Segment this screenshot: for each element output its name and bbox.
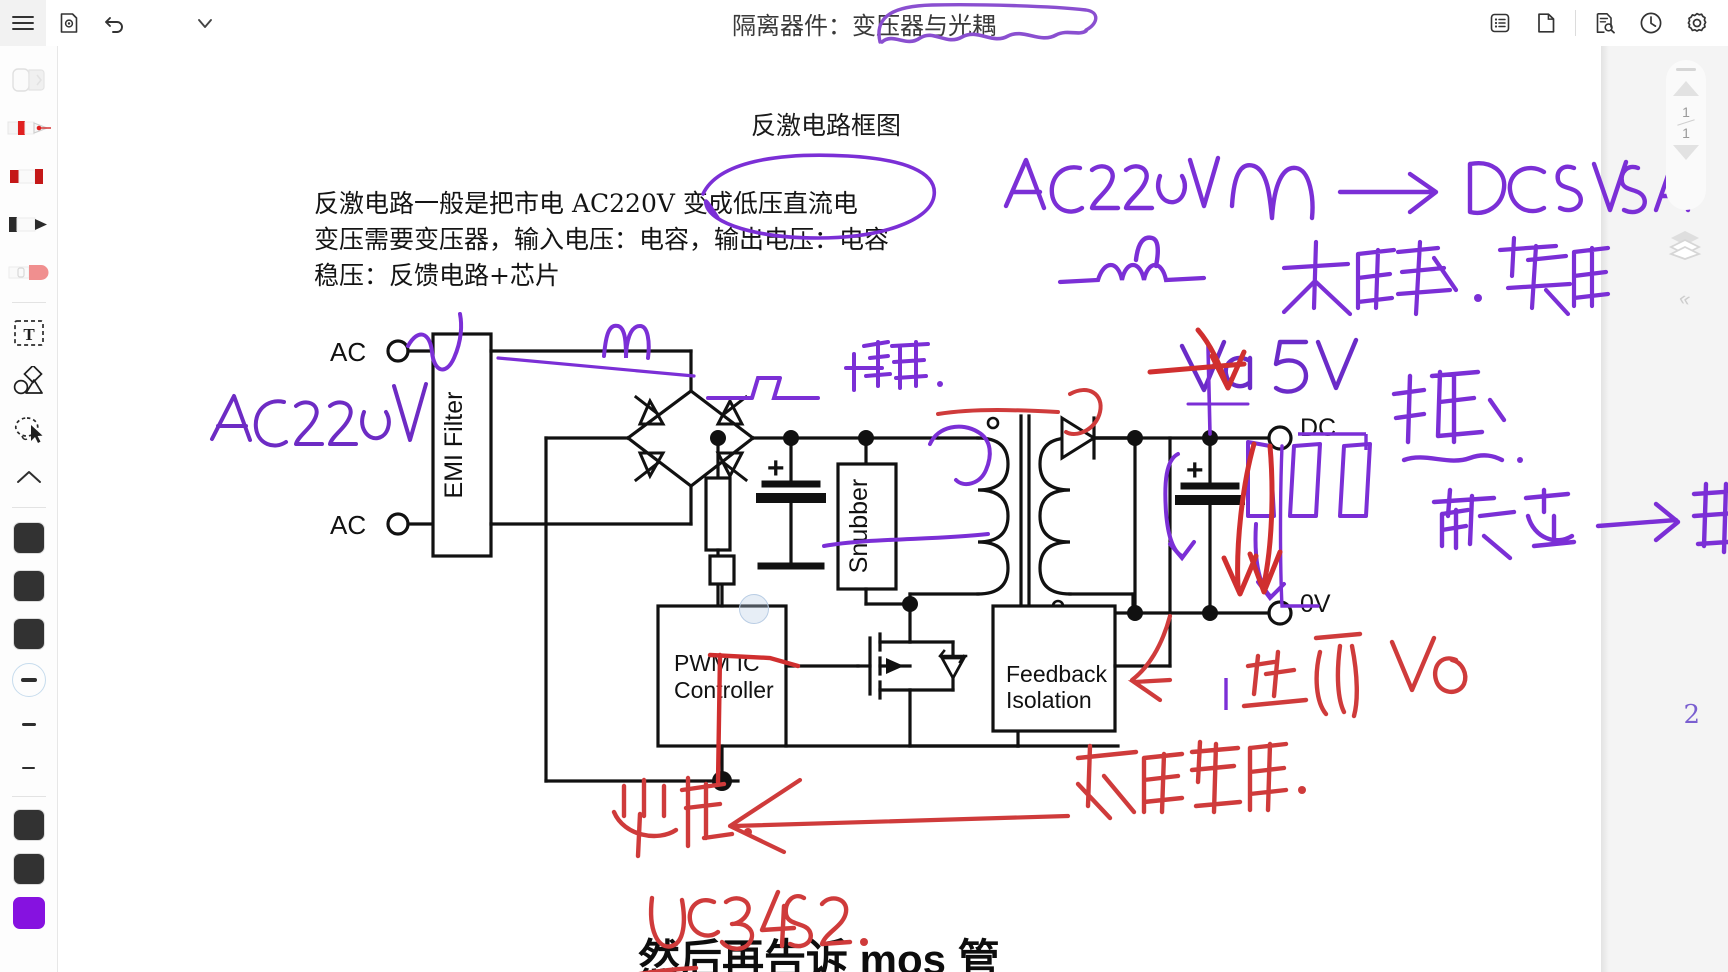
- hamburger-menu-icon: [12, 16, 34, 30]
- note-page[interactable]: 反激电路框图 反激电路一般是把市电 AC220V 变成低压直流电 变压需要变压器…: [58, 46, 1601, 972]
- layers-button[interactable]: [1668, 228, 1702, 265]
- color-swatch-chip: [12, 809, 45, 841]
- label-pwm-1: PWM IC: [674, 650, 760, 676]
- lasso-select-tool[interactable]: [4, 405, 54, 453]
- lasso-cursor-icon: [14, 417, 42, 443]
- highlighter-icon: [8, 265, 49, 280]
- color-swatch-5[interactable]: [4, 847, 54, 891]
- stroke-width-bar: [20, 678, 37, 682]
- svg-text:T: T: [23, 325, 35, 344]
- pen-tool[interactable]: [4, 200, 54, 248]
- triangle-up-icon: [1673, 81, 1699, 96]
- subtitle-caption: 然后再告诉 mos 管: [638, 936, 1000, 972]
- text-tool[interactable]: T: [4, 309, 54, 357]
- next-page-button[interactable]: [1671, 141, 1701, 168]
- list-outline-icon: [1490, 13, 1510, 33]
- new-page-button[interactable]: [1523, 0, 1569, 46]
- triangle-down-icon: [1673, 145, 1699, 160]
- highlighter-tool[interactable]: [4, 248, 54, 296]
- total-page-number: 1: [1682, 125, 1690, 141]
- layers-stack-icon: [1668, 231, 1702, 260]
- document-search-icon: [1596, 13, 1615, 34]
- color-swatch-1[interactable]: [4, 514, 54, 562]
- label-ac-top: AC: [330, 337, 366, 367]
- label-feedback-2: Isolation: [1006, 687, 1092, 713]
- history-button[interactable]: [1628, 0, 1674, 46]
- label-dc-out: DC: [1300, 414, 1336, 442]
- label-0v: 0V: [1300, 590, 1331, 618]
- color-swatch-chip: [12, 853, 45, 885]
- color-swatch-3[interactable]: [4, 610, 54, 658]
- undo-arrow-icon: [105, 17, 123, 33]
- label-cap-plus-in: +: [767, 452, 785, 485]
- settings-button[interactable]: [1674, 0, 1720, 46]
- stroke-width-thinner[interactable]: [22, 746, 35, 790]
- outline-panel-button[interactable]: [1477, 0, 1523, 46]
- snapshot-button[interactable]: [46, 0, 92, 46]
- collapse-toolbar-button[interactable]: [4, 453, 54, 501]
- toolbar-divider: [1575, 10, 1576, 36]
- note-canvas[interactable]: 反激电路框图 反激电路一般是把市电 AC220V 变成低压直流电 变压需要变压器…: [58, 46, 1728, 972]
- marker-tool[interactable]: [4, 152, 54, 200]
- new-page-icon: [1538, 13, 1555, 33]
- search-document-button[interactable]: [1582, 0, 1628, 46]
- color-swatch-2[interactable]: [4, 562, 54, 610]
- current-page-number: 1: [1682, 104, 1690, 120]
- document-eye-icon: [60, 13, 78, 33]
- label-cap-plus-out: +: [1186, 454, 1204, 487]
- rail-divider-3: [11, 796, 46, 797]
- chevron-up-icon: [16, 471, 41, 483]
- page-edge-shadow: [1601, 46, 1609, 972]
- pointer-cursor-indicator: [739, 594, 769, 624]
- top-toolbar-left-group: [0, 0, 228, 46]
- stray-ink-mark: 2: [1683, 700, 1700, 730]
- page-heading: 反激电路框图: [751, 111, 902, 140]
- previous-page-button[interactable]: [1671, 77, 1701, 104]
- hamburger-menu-button[interactable]: [0, 0, 46, 46]
- document-title: 隔离器件：变压器与光耦: [732, 11, 996, 40]
- more-options-button[interactable]: [182, 0, 228, 46]
- color-swatch-4[interactable]: [4, 803, 54, 847]
- label-emi-filter: EMI Filter: [440, 392, 468, 499]
- tool-rail: T: [0, 46, 58, 972]
- page-navigator[interactable]: 1 1: [1666, 60, 1706, 210]
- pen-icon: [8, 217, 47, 232]
- title-handwritten-circle-ink: [877, 2, 1098, 44]
- document-title-area: 隔离器件：变压器与光耦: [0, 0, 1728, 46]
- stroke-width-bar: [22, 767, 35, 769]
- chevron-down-icon: [198, 19, 212, 28]
- label-pwm-2: Controller: [674, 677, 774, 703]
- shapes-tool[interactable]: [4, 357, 54, 405]
- stroke-width-indicator: [11, 663, 46, 697]
- stroke-width-bar: [21, 722, 36, 726]
- label-ac-bottom: AC: [330, 510, 366, 540]
- eraser-tool[interactable]: [4, 56, 54, 104]
- eraser-icon: [11, 68, 45, 92]
- shapes-icon: [13, 366, 43, 395]
- fountain-pen-icon: [7, 121, 51, 135]
- color-swatch-chip: [12, 570, 45, 602]
- color-swatch-purple[interactable]: [4, 891, 54, 935]
- color-swatch-chip: [12, 897, 45, 929]
- text-box-icon: T: [13, 320, 44, 346]
- rail-divider-2: [11, 507, 46, 508]
- flyback-schematic: AC AC EMI Filter Snubber PWM IC Controll…: [330, 332, 1336, 791]
- top-toolbar: 隔离器件：变压器与光耦: [0, 0, 1728, 46]
- undo-button[interactable]: [92, 0, 138, 46]
- color-swatch-chip: [12, 618, 45, 650]
- stroke-width-selected[interactable]: [11, 658, 46, 702]
- fountain-pen-tool[interactable]: [4, 104, 54, 152]
- page-navigator-grip[interactable]: [1676, 68, 1696, 71]
- top-toolbar-right-group: [1477, 0, 1728, 46]
- marker-icon: [9, 169, 43, 184]
- clock-history-icon: [1640, 12, 1662, 34]
- label-snubber: Snubber: [845, 479, 873, 574]
- stroke-width-thin[interactable]: [21, 702, 36, 746]
- gear-settings-icon: [1687, 12, 1707, 32]
- color-swatch-chip: [12, 522, 45, 554]
- label-feedback-1: Feedback: [1006, 661, 1108, 687]
- rail-divider: [11, 302, 46, 303]
